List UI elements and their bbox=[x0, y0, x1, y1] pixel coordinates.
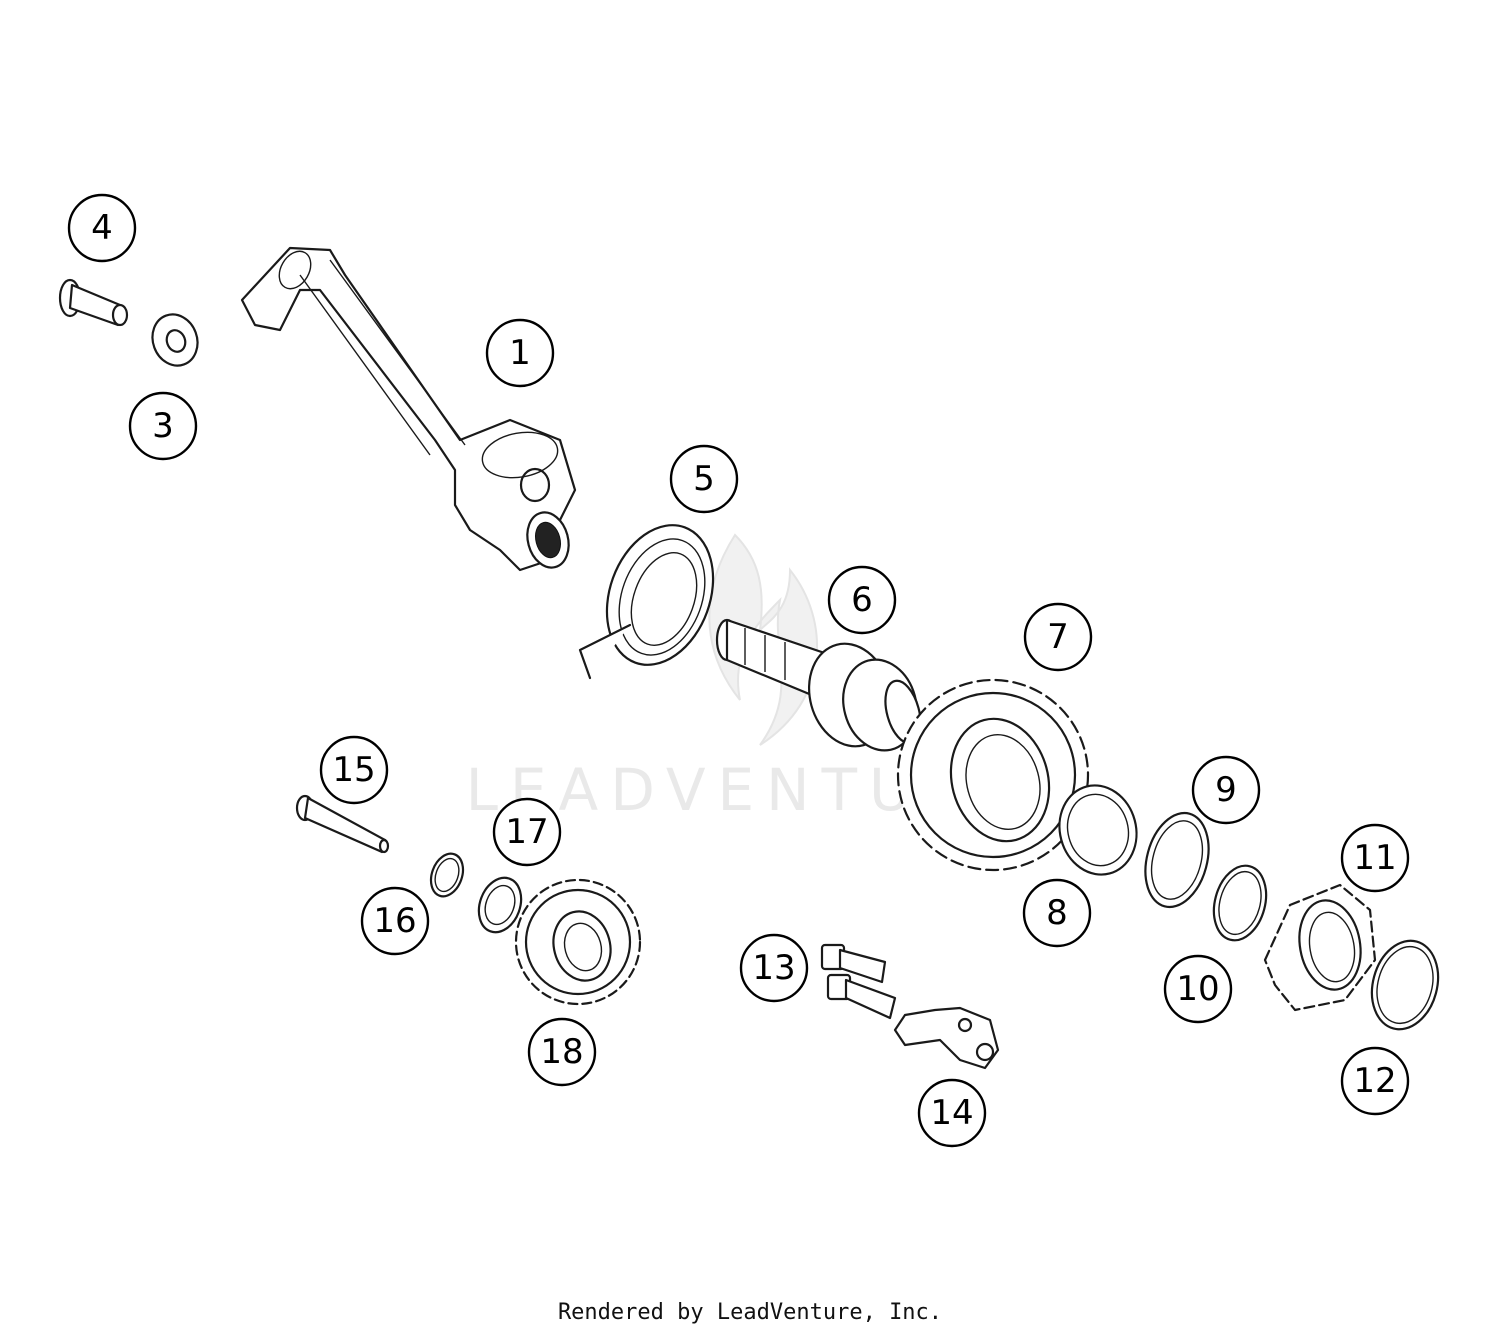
callout-18-number: 18 bbox=[540, 1032, 583, 1072]
part-washer-17 bbox=[477, 876, 523, 934]
callout-6: 6 bbox=[827, 565, 897, 635]
part-gear-7 bbox=[896, 678, 1090, 872]
part-bolt-4 bbox=[58, 278, 129, 327]
callout-3: 3 bbox=[128, 391, 198, 461]
part-circlip-10 bbox=[1212, 864, 1268, 942]
callout-3-number: 3 bbox=[152, 406, 174, 446]
callout-7: 7 bbox=[1023, 602, 1093, 672]
callout-8: 8 bbox=[1022, 878, 1092, 948]
callout-17: 17 bbox=[492, 797, 562, 867]
part-screws-13 bbox=[820, 943, 897, 1020]
part-kickstart-lever-1 bbox=[240, 246, 577, 572]
part-bracket-14 bbox=[893, 1006, 1000, 1070]
callout-17-number: 17 bbox=[505, 812, 548, 852]
callout-16-number: 16 bbox=[373, 901, 416, 941]
callout-13-number: 13 bbox=[752, 948, 795, 988]
part-washer-3 bbox=[151, 313, 199, 367]
callout-4: 4 bbox=[67, 193, 137, 263]
part-ratchet-11 bbox=[1263, 883, 1377, 1012]
callout-14-number: 14 bbox=[930, 1093, 973, 1133]
callout-15: 15 bbox=[319, 735, 389, 805]
callout-18: 18 bbox=[527, 1017, 597, 1087]
credit-text: Rendered by LeadVenture, Inc. bbox=[557, 1300, 943, 1325]
callout-11: 11 bbox=[1340, 823, 1410, 893]
callout-1: 1 bbox=[485, 318, 555, 388]
callout-1-number: 1 bbox=[509, 333, 531, 373]
callout-10-number: 10 bbox=[1176, 969, 1219, 1009]
part-washer-9 bbox=[1144, 811, 1210, 909]
part-circlip-16 bbox=[429, 852, 465, 898]
callout-5: 5 bbox=[669, 444, 739, 514]
callout-9-number: 9 bbox=[1215, 770, 1237, 810]
callout-12: 12 bbox=[1340, 1046, 1410, 1116]
callout-11-number: 11 bbox=[1353, 838, 1396, 878]
callout-4-number: 4 bbox=[91, 208, 113, 248]
callout-14: 14 bbox=[917, 1078, 987, 1148]
callout-7-number: 7 bbox=[1047, 617, 1069, 657]
part-bushing-8 bbox=[1058, 784, 1138, 876]
callout-16: 16 bbox=[360, 886, 430, 956]
part-pin-15 bbox=[295, 794, 390, 854]
part-gear-18 bbox=[514, 878, 642, 1006]
callout-5-number: 5 bbox=[693, 459, 715, 499]
callout-12-number: 12 bbox=[1353, 1061, 1396, 1101]
callout-13: 13 bbox=[739, 933, 809, 1003]
callout-8-number: 8 bbox=[1046, 893, 1068, 933]
callout-15-number: 15 bbox=[332, 750, 375, 790]
part-shaft-6 bbox=[715, 618, 922, 752]
part-ring-12 bbox=[1370, 939, 1440, 1031]
callout-9: 9 bbox=[1191, 755, 1261, 825]
callout-6-number: 6 bbox=[851, 580, 873, 620]
part-spring-5 bbox=[578, 524, 715, 680]
callout-10: 10 bbox=[1163, 954, 1233, 1024]
